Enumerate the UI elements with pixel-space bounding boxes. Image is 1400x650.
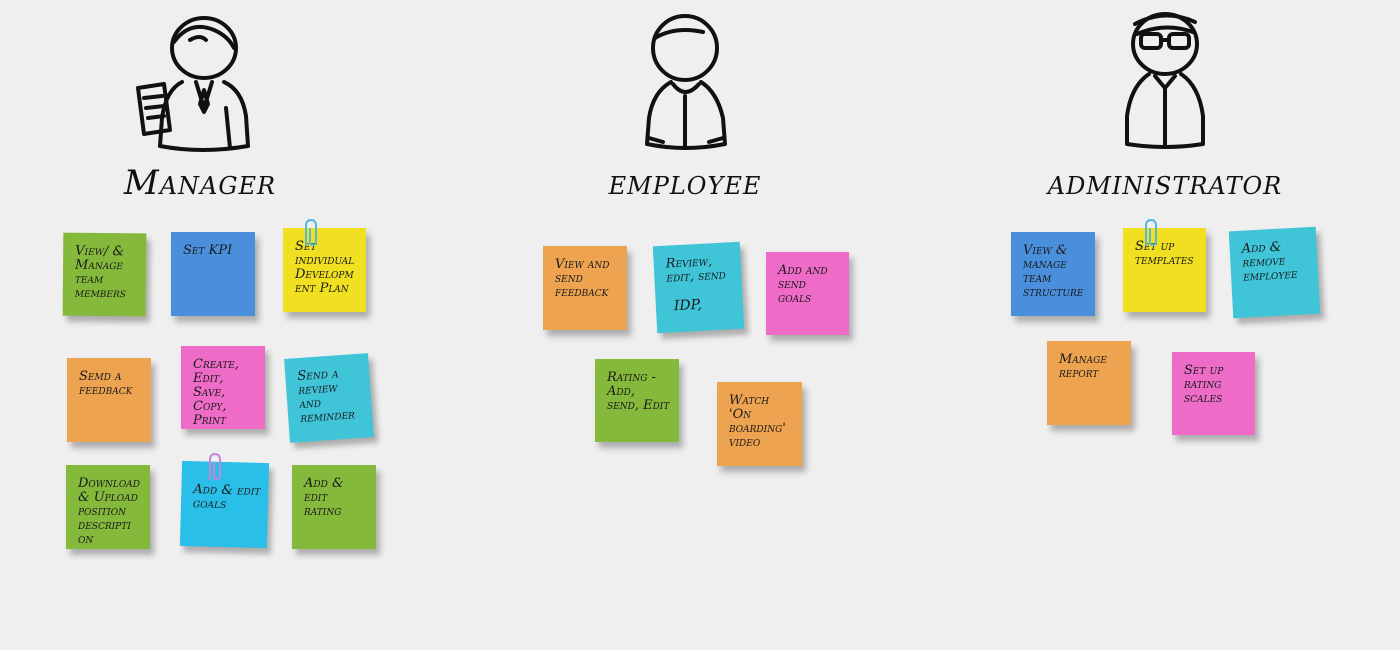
sticky-note-text: Set individual Developm ent Plan bbox=[295, 239, 355, 296]
sticky-note-text: Set up rating scales bbox=[1184, 363, 1224, 406]
sticky-note[interactable]: Add & remove employee bbox=[1228, 226, 1321, 319]
paperclip-icon bbox=[1145, 218, 1157, 247]
sticky-note[interactable]: Send a review and reminder bbox=[284, 353, 374, 443]
sticky-note-text: Rating - Add, send, Edit bbox=[607, 370, 670, 413]
sticky-note[interactable]: View/ & Manage team members bbox=[62, 232, 147, 317]
sticky-note-text: Review, edit, send bbox=[665, 254, 727, 286]
sticky-note-text: Semd a feedback bbox=[79, 369, 133, 398]
sticky-note[interactable]: Add & edit goals bbox=[179, 460, 270, 549]
sticky-note[interactable]: Set individual Developm ent Plan bbox=[283, 228, 366, 312]
persona-title-manager: Manager bbox=[123, 163, 277, 203]
persona-administrator: administrator bbox=[1035, 0, 1295, 210]
paperclip-icon bbox=[305, 218, 317, 247]
sticky-note[interactable]: Create, Edit, Save, Copy, Print bbox=[181, 346, 265, 429]
persona-title-employee: employee bbox=[608, 163, 762, 203]
persona-title-administrator: administrator bbox=[1047, 163, 1283, 203]
sticky-note-text: View/ & Manage team members bbox=[74, 243, 127, 302]
sticky-note-text: Add & edit goals bbox=[192, 482, 261, 513]
sticky-note[interactable]: Set up templates bbox=[1123, 228, 1206, 312]
sticky-note[interactable]: Set KPI bbox=[171, 232, 255, 316]
persona-employee: employee bbox=[555, 0, 815, 210]
persona-manager: Manager bbox=[70, 0, 330, 210]
sticky-note-text: View and send feedback bbox=[555, 257, 610, 300]
sticky-note-text: Download & Upload position descripti on bbox=[78, 476, 140, 547]
sticky-note-text: Create, Edit, Save, Copy, Print bbox=[193, 357, 240, 428]
manager-figure-icon bbox=[136, 16, 250, 152]
sticky-note-text: Send a review and reminder bbox=[296, 366, 356, 427]
sticky-note[interactable]: Set up rating scales bbox=[1172, 352, 1255, 435]
sticky-note[interactable]: View and send feedback bbox=[543, 246, 627, 330]
sticky-note-text: Add & remove employee bbox=[1241, 239, 1298, 285]
sticky-note[interactable]: Semd a feedback bbox=[67, 358, 151, 442]
sticky-note[interactable]: Download & Upload position descripti on bbox=[66, 465, 150, 549]
sticky-note-text: Add and send goals bbox=[778, 263, 828, 306]
sticky-note[interactable]: View & manage team structure bbox=[1011, 232, 1095, 316]
sticky-note-text: Watch 'On boarding' video bbox=[729, 393, 786, 450]
sticky-note-text: Set up templates bbox=[1135, 239, 1194, 268]
administrator-figure-icon bbox=[1125, 12, 1205, 149]
sticky-note-text: Add & edit rating bbox=[304, 476, 344, 519]
sticky-note-text: Manage report bbox=[1059, 352, 1107, 381]
sticky-note[interactable]: Watch 'On boarding' video bbox=[717, 382, 802, 466]
sticky-note[interactable]: Rating - Add, send, Edit bbox=[595, 359, 679, 442]
sticky-note[interactable]: Manage report bbox=[1047, 341, 1131, 425]
paperclip-icon bbox=[209, 452, 221, 481]
sticky-note[interactable]: Add & edit rating bbox=[292, 465, 376, 549]
sticky-note[interactable]: Add and send goals bbox=[766, 252, 849, 335]
sticky-note-text: Set KPI bbox=[183, 243, 233, 258]
sticky-note-extra-text: IDP, bbox=[673, 296, 703, 315]
employee-figure-icon bbox=[645, 14, 727, 150]
sticky-note-text: View & manage team structure bbox=[1023, 243, 1084, 300]
